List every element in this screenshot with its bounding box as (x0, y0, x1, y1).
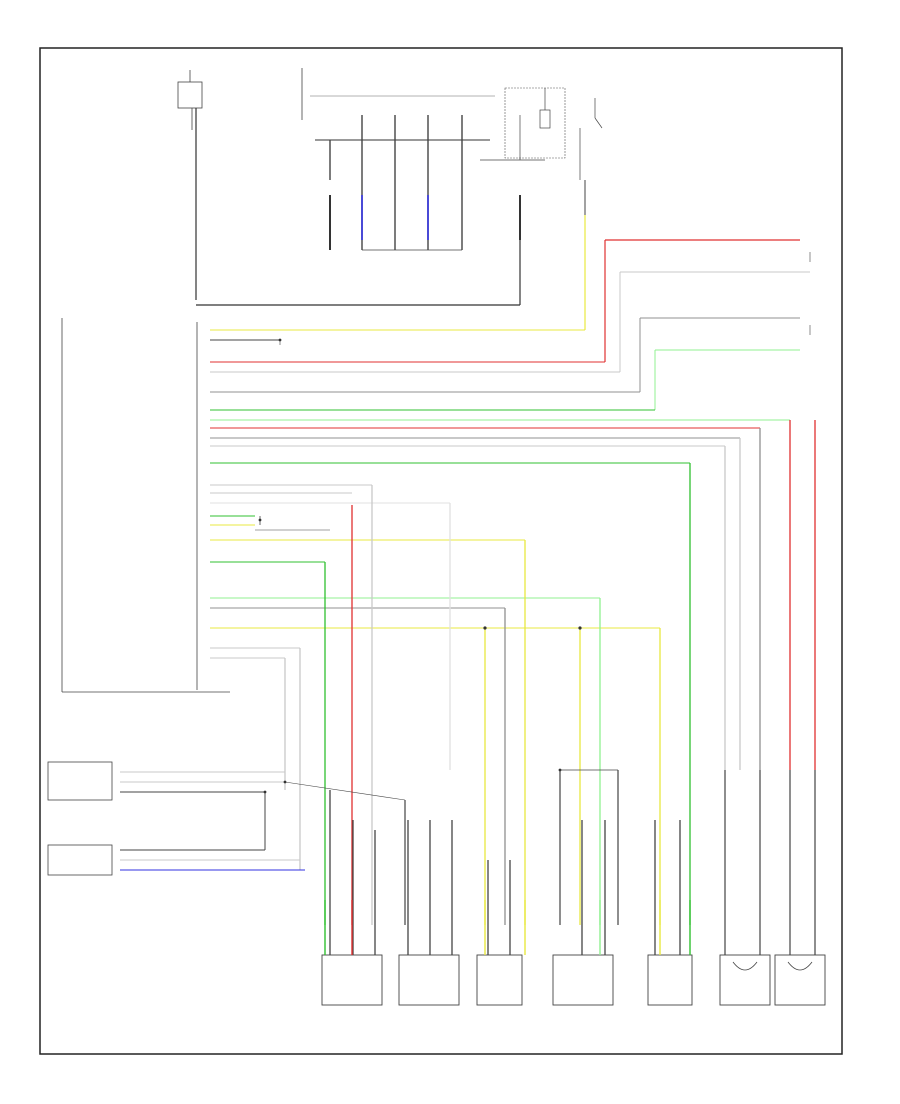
connector-2 (398, 954, 460, 1006)
connector-1 (321, 954, 383, 1006)
connector-7 (774, 954, 826, 1006)
sensor-box-1 (47, 761, 113, 801)
bottom-connectors (321, 954, 826, 1006)
connector-3 (476, 954, 523, 1006)
connector-5 (647, 954, 693, 1006)
sensor-box-2 (47, 844, 113, 876)
connector-4 (552, 954, 614, 1006)
fuse-box (177, 81, 203, 109)
connector-6 (719, 954, 771, 1006)
diagram-frame (39, 47, 843, 1055)
